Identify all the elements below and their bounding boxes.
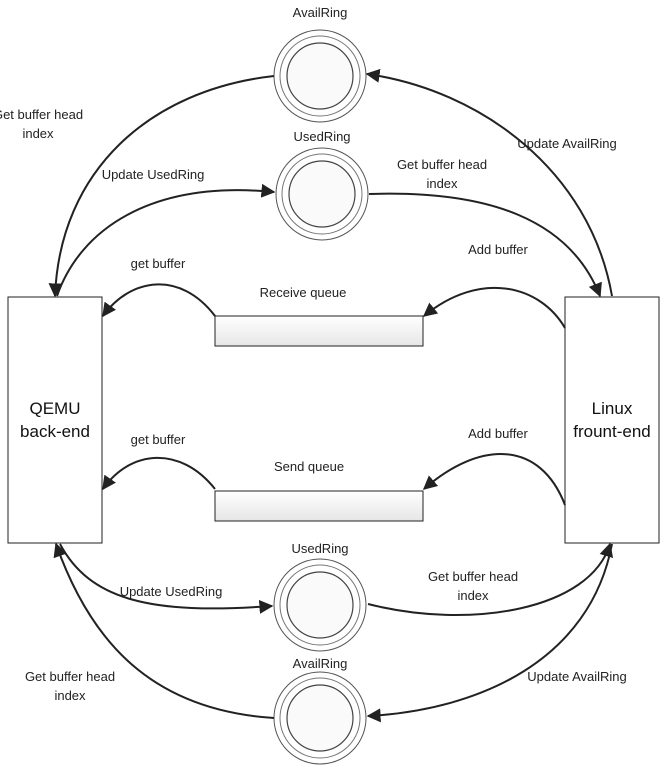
qemu-backend-node: QEMU back-end: [7, 296, 103, 544]
edge-bottom-update-avail: [366, 543, 613, 723]
top-used-ring-node: UsedRing: [275, 129, 369, 241]
label-bottom-get-head-line2: index: [54, 688, 86, 703]
label-recv-add-buffer: Add buffer: [468, 242, 528, 257]
edge-bottom-update-used: [59, 543, 274, 614]
label-bottom-used-get-head-line1: Get buffer head: [428, 569, 518, 584]
edge-top-update-avail: [365, 68, 613, 297]
label-bottom-update-used: Update UsedRing: [120, 584, 223, 599]
label-top-get-head-line2: index: [22, 126, 54, 141]
edge-top-used-get-head: [368, 192, 602, 298]
label-send-get-buffer: get buffer: [131, 432, 186, 447]
label-top-used-get-head-line2: index: [426, 176, 458, 191]
label-bottom-used-get-head-line2: index: [457, 588, 489, 603]
bottom-avail-ring-label: AvailRing: [293, 656, 348, 671]
top-used-ring-label: UsedRing: [293, 129, 350, 144]
bottom-used-ring-label: UsedRing: [291, 541, 348, 556]
bottom-avail-ring-node: AvailRing: [273, 656, 367, 765]
top-avail-ring-label: AvailRing: [293, 5, 348, 20]
label-send-add-buffer: Add buffer: [468, 426, 528, 441]
linux-label-line2: frount-end: [573, 422, 651, 441]
send-queue-label: Send queue: [274, 459, 344, 474]
edge-bottom-get-buffer-head: [53, 542, 275, 719]
top-avail-ring-node: AvailRing: [273, 5, 367, 123]
qemu-label-line2: back-end: [20, 422, 90, 441]
edge-send-add-buffer: [422, 453, 566, 506]
label-top-used-get-head-line1: Get buffer head: [397, 157, 487, 172]
edge-send-get-buffer: [102, 456, 216, 491]
receive-queue-node: Receive queue: [214, 285, 424, 347]
linux-frontend-node: Linux frount-end: [564, 296, 660, 544]
qemu-label-line1: QEMU: [30, 399, 81, 418]
send-queue-node: Send queue: [214, 459, 424, 522]
bottom-used-ring-node: UsedRing: [273, 541, 367, 652]
edge-top-update-used: [56, 183, 276, 297]
label-top-update-used: Update UsedRing: [102, 167, 205, 182]
label-bottom-get-head-line1: Get buffer head: [25, 669, 115, 684]
edge-recv-add-buffer: [422, 286, 566, 329]
label-bottom-update-avail: Update AvailRing: [527, 669, 627, 684]
edge-recv-get-buffer: [102, 283, 216, 318]
linux-label-line1: Linux: [592, 399, 633, 418]
edge-bottom-used-get-head: [367, 542, 614, 617]
edge-top-get-buffer-head: [48, 75, 275, 298]
receive-queue-label: Receive queue: [260, 285, 347, 300]
label-recv-get-buffer: get buffer: [131, 256, 186, 271]
label-top-get-head-line1: Get buffer head: [0, 107, 83, 122]
label-top-update-avail: Update AvailRing: [517, 136, 617, 151]
